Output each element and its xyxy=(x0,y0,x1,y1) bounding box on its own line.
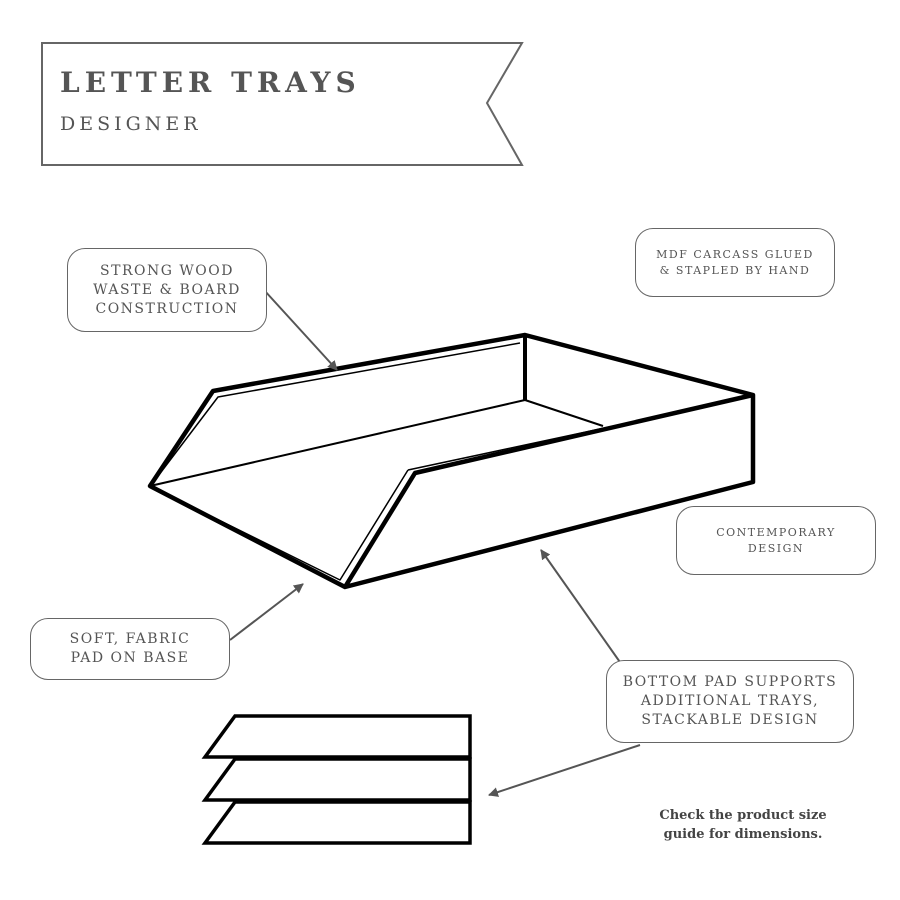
callout-line: PAD ON BASE xyxy=(70,650,190,666)
title-banner xyxy=(41,42,524,166)
callout-line: WASTE & BOARD xyxy=(93,281,241,298)
callout-line: SOFT, FABRIC xyxy=(69,631,191,647)
callout-line: ADDITIONAL TRAYS, xyxy=(640,693,820,709)
callout-line: CONTEMPORARY xyxy=(716,525,836,539)
callout-line: & STAPLED BY HAND xyxy=(659,263,811,277)
stacked-trays-icon xyxy=(201,714,472,845)
size-guide-note: Check the product size guide for dimensi… xyxy=(643,806,843,844)
arrow-wood-construction xyxy=(263,289,338,371)
callout-wood-construction: STRONG WOOD WASTE & BOARD CONSTRUCTION xyxy=(67,248,267,332)
footnote-line: Check the product size xyxy=(659,808,827,823)
arrow-fabric-pad xyxy=(229,583,304,641)
page-subtitle: DESIGNER xyxy=(60,113,202,135)
footnote-line: guide for dimensions. xyxy=(663,827,823,842)
callout-line: DESIGN xyxy=(747,541,805,555)
arrow-stackable xyxy=(488,744,641,797)
arrow-bottom-pad xyxy=(540,549,623,666)
callout-line: STACKABLE DESIGN xyxy=(641,712,819,728)
callout-stackable: BOTTOM PAD SUPPORTS ADDITIONAL TRAYS, ST… xyxy=(606,660,854,743)
callout-line: STRONG WOOD xyxy=(100,262,234,279)
letter-tray-illustration xyxy=(147,332,756,590)
callout-fabric-pad: SOFT, FABRIC PAD ON BASE xyxy=(30,618,230,680)
callout-line: BOTTOM PAD SUPPORTS xyxy=(622,674,838,690)
callout-mdf-carcass: MDF CARCASS GLUED & STAPLED BY HAND xyxy=(635,228,835,297)
callout-line: CONSTRUCTION xyxy=(95,300,239,317)
page-title: LETTER TRAYS xyxy=(60,66,361,99)
callout-contemporary-design: CONTEMPORARY DESIGN xyxy=(676,506,876,575)
callout-line: MDF CARCASS GLUED xyxy=(656,247,814,261)
